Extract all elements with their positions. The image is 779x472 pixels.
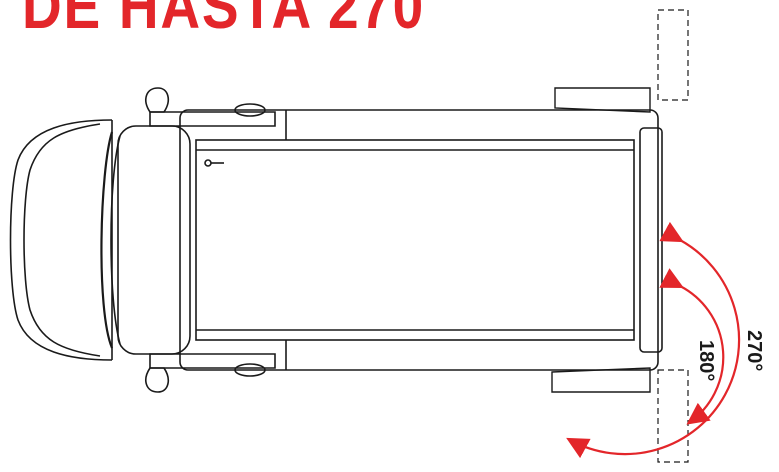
arc-180: [659, 268, 725, 425]
rear-door-bottom-open-90: [551, 367, 651, 393]
rear-door-top-open-90: [554, 87, 651, 113]
mirror-top: [145, 87, 170, 113]
rear-door-top-open-180: [657, 9, 689, 101]
headline: DE HASTA 270: [22, 0, 425, 42]
arc-270: [566, 221, 741, 459]
mirror-bottom: [145, 367, 170, 393]
van-body: [9, 103, 672, 377]
label-270: 270°: [743, 330, 765, 371]
label-180: 180°: [695, 340, 717, 381]
